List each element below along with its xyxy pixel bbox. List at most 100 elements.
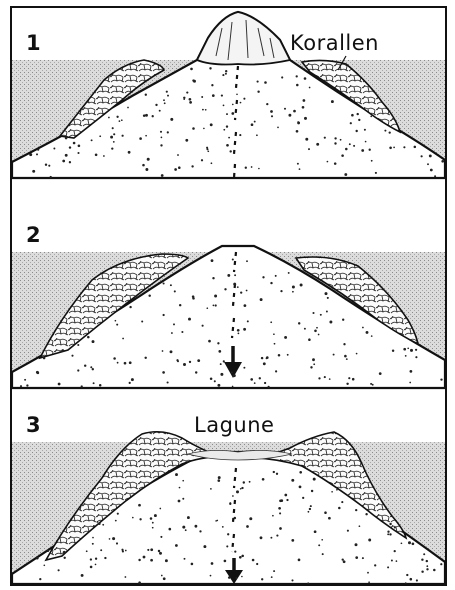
- panel-1: 1 Korallen: [12, 12, 445, 178]
- sediment-speck: [221, 95, 223, 97]
- sediment-speck: [361, 149, 364, 152]
- sediment-speck: [245, 167, 247, 169]
- sediment-speck: [43, 357, 46, 360]
- sediment-speck: [212, 277, 214, 279]
- sediment-speck: [214, 295, 217, 298]
- sediment-speck: [243, 98, 245, 100]
- sediment-speck: [259, 377, 261, 379]
- sediment-speck: [258, 168, 260, 170]
- sediment-speck: [197, 359, 200, 362]
- sediment-speck: [210, 123, 213, 126]
- sediment-speck: [129, 306, 131, 308]
- sediment-speck: [236, 577, 238, 579]
- sediment-speck: [127, 107, 129, 109]
- sediment-speck: [201, 159, 203, 161]
- sediment-speck: [334, 142, 336, 144]
- sediment-speck: [291, 479, 294, 482]
- sediment-speck: [162, 371, 165, 374]
- sediment-speck: [296, 75, 298, 77]
- sediment-speck: [203, 128, 205, 130]
- sediment-speck: [147, 549, 149, 551]
- sediment-speck: [389, 523, 391, 525]
- sediment-speck: [161, 137, 163, 139]
- sediment-speck: [211, 259, 214, 262]
- sediment-speck: [261, 357, 263, 359]
- sediment-speck: [233, 283, 236, 286]
- sediment-speck: [410, 370, 413, 373]
- sediment-speck: [254, 382, 256, 384]
- sediment-speck: [316, 327, 318, 329]
- sediment-speck: [170, 350, 173, 353]
- sediment-speck: [298, 559, 301, 562]
- sediment-speck: [32, 170, 35, 173]
- sediment-speck: [124, 576, 126, 578]
- sediment-speck: [160, 536, 162, 538]
- sediment-speck: [122, 135, 124, 137]
- sediment-speck: [24, 379, 26, 381]
- sediment-speck: [240, 291, 242, 293]
- sediment-speck: [387, 533, 389, 535]
- sediment-speck: [313, 363, 315, 365]
- sediment-speck: [357, 113, 359, 115]
- sediment-speck: [122, 550, 124, 552]
- sediment-speck: [350, 122, 352, 124]
- sediment-speck: [207, 150, 209, 152]
- sediment-speck: [223, 129, 225, 131]
- sediment-speck: [87, 336, 90, 339]
- sediment-speck: [430, 169, 433, 172]
- sediment-speck: [236, 94, 238, 96]
- sediment-speck: [227, 274, 230, 277]
- sediment-speck: [359, 525, 361, 527]
- sediment-speck: [387, 531, 389, 533]
- sediment-speck: [159, 508, 161, 510]
- panel-2-number: 2: [26, 223, 41, 247]
- sediment-speck: [81, 574, 84, 577]
- sediment-speck: [338, 507, 341, 510]
- sediment-speck: [389, 131, 391, 133]
- sediment-speck: [370, 383, 372, 385]
- sediment-speck: [26, 384, 28, 386]
- sediment-speck: [226, 545, 228, 547]
- sediment-speck: [371, 335, 373, 337]
- sediment-speck: [426, 560, 428, 562]
- sediment-speck: [178, 166, 181, 169]
- sediment-speck: [161, 174, 164, 177]
- sediment-speck: [113, 357, 116, 360]
- sediment-speck: [261, 578, 263, 580]
- sediment-speck: [210, 575, 212, 577]
- sediment-speck: [305, 138, 308, 141]
- sediment-speck: [365, 513, 367, 515]
- sediment-speck: [229, 150, 231, 152]
- sediment-speck: [264, 382, 266, 384]
- sediment-speck: [297, 163, 299, 165]
- sediment-speck: [167, 95, 169, 97]
- panel-1-volcano-peak: [197, 12, 290, 65]
- sediment-speck: [327, 297, 329, 299]
- sediment-speck: [347, 530, 349, 532]
- sediment-speck: [234, 551, 236, 553]
- sediment-speck: [96, 521, 98, 523]
- sediment-speck: [321, 539, 323, 541]
- sediment-speck: [270, 321, 272, 323]
- sediment-speck: [226, 144, 229, 147]
- sediment-speck: [384, 130, 386, 132]
- sediment-speck: [310, 366, 312, 368]
- sediment-speck: [278, 354, 281, 357]
- sediment-speck: [86, 550, 88, 552]
- sediment-speck: [423, 553, 425, 555]
- sediment-speck: [391, 560, 393, 562]
- sediment-speck: [177, 154, 179, 156]
- sediment-speck: [205, 109, 207, 111]
- sediment-speck: [155, 104, 157, 106]
- sediment-speck: [192, 127, 195, 130]
- sediment-speck: [266, 357, 268, 359]
- sediment-speck: [331, 491, 333, 493]
- sediment-speck: [284, 108, 286, 110]
- sediment-speck: [167, 131, 169, 133]
- sediment-speck: [174, 168, 177, 171]
- sediment-speck: [409, 382, 411, 384]
- sediment-speck: [179, 487, 181, 489]
- sediment-speck: [210, 377, 213, 380]
- sediment-speck: [58, 569, 60, 571]
- sediment-speck: [257, 90, 259, 92]
